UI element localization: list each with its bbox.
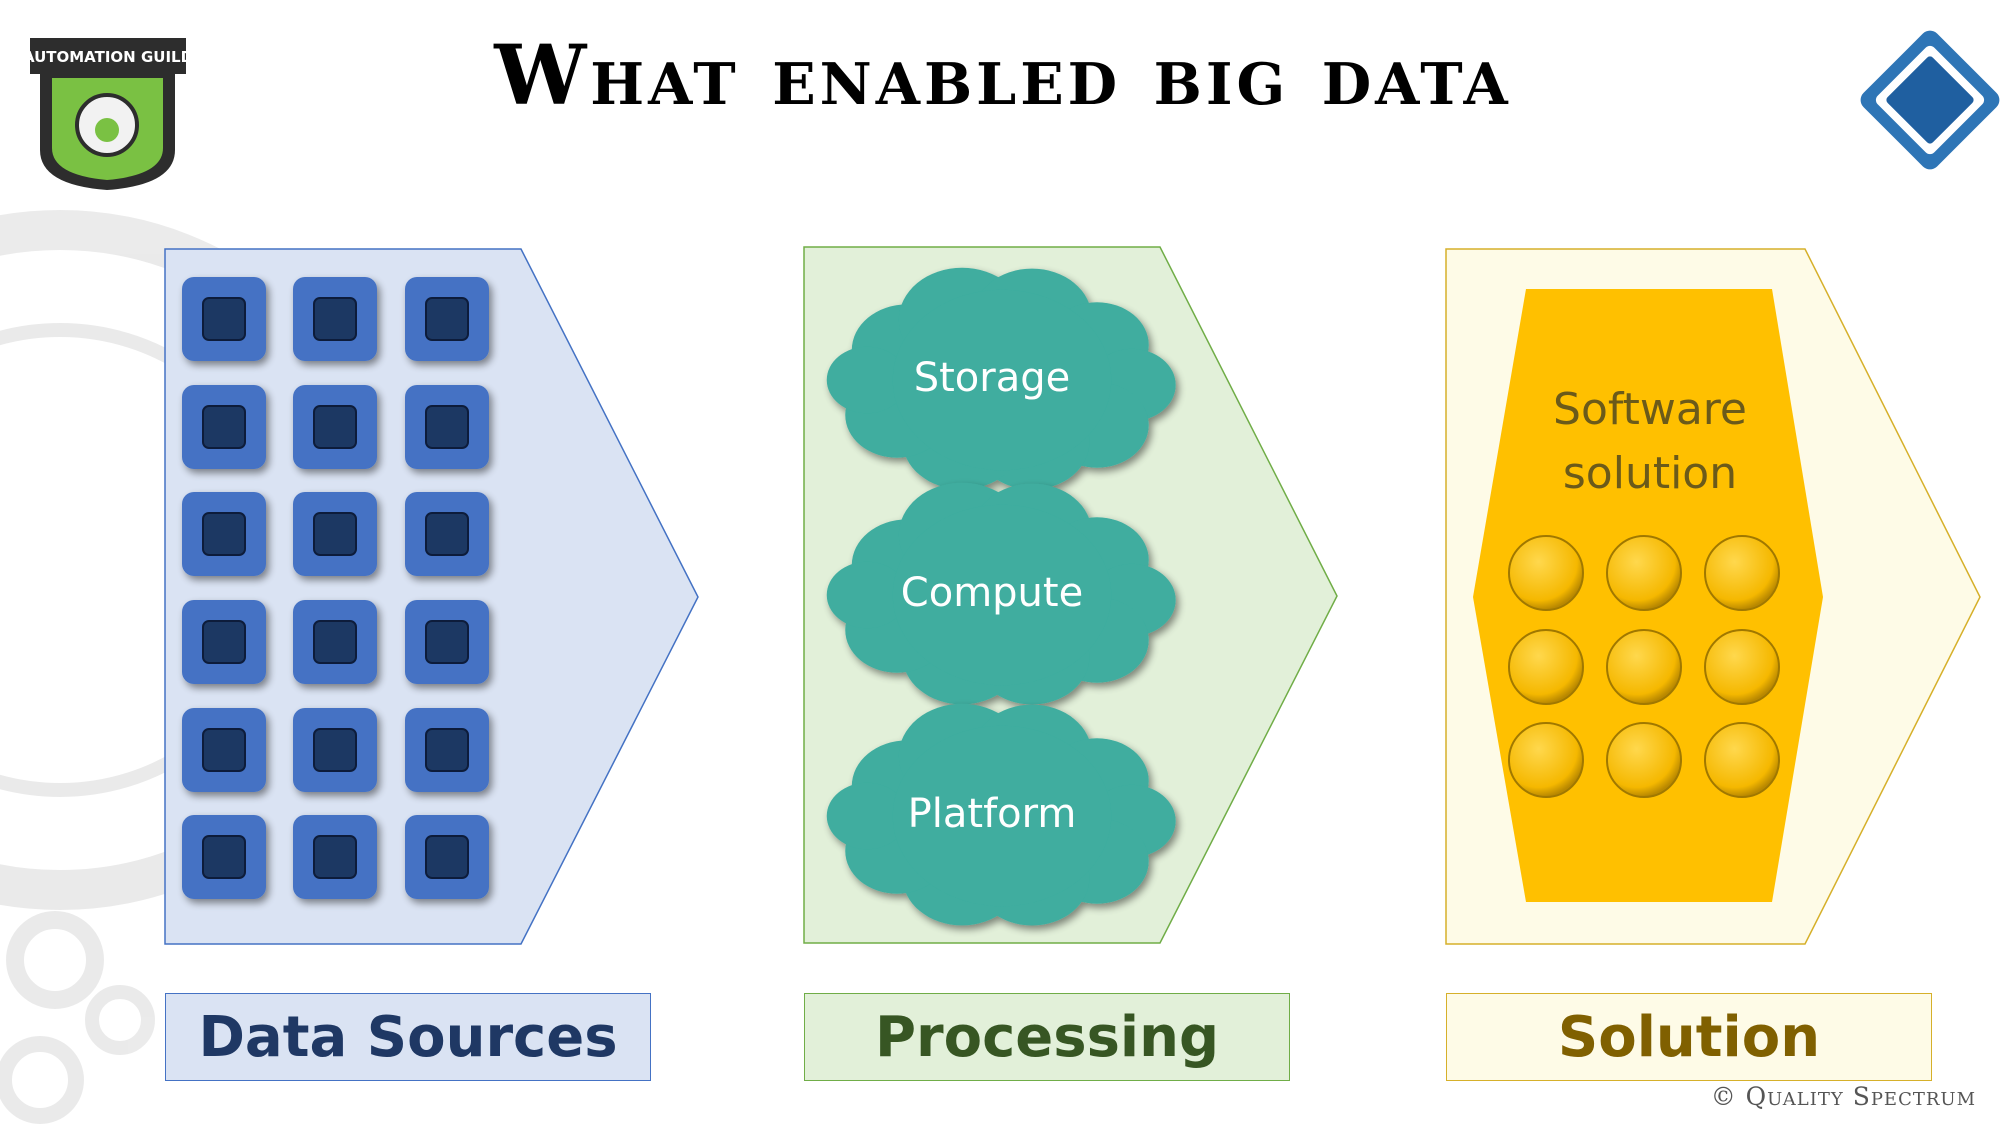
software-label-line1: Software xyxy=(1553,384,1747,435)
svg-text:AUTOMATION GUILD: AUTOMATION GUILD xyxy=(23,48,193,66)
compute-label: Compute xyxy=(900,570,1084,616)
storage-label: Storage xyxy=(913,355,1071,401)
component-circle-icon xyxy=(1704,535,1780,611)
data-sources-label-box: Data Sources xyxy=(165,993,651,1081)
database-chip-icon xyxy=(293,815,377,899)
automation-guild-logo-icon: AUTOMATION GUILD xyxy=(23,38,193,190)
database-chip-icon xyxy=(293,600,377,684)
solution-label: Solution xyxy=(1557,1004,1821,1070)
component-circle-icon xyxy=(1704,722,1780,798)
solution-label-box: Solution xyxy=(1446,993,1932,1081)
database-chip-icon xyxy=(405,277,489,361)
cloud-icon xyxy=(826,267,1176,490)
database-chip-icon xyxy=(405,600,489,684)
database-chip-icon xyxy=(182,815,266,899)
processing-label: Processing xyxy=(874,1004,1220,1070)
component-circle-icon xyxy=(1508,722,1584,798)
database-chip-icon xyxy=(405,708,489,792)
component-circle-icon xyxy=(1606,629,1682,705)
database-chip-icon xyxy=(405,385,489,469)
data-sources-label: Data Sources xyxy=(198,1004,618,1070)
component-circle-icon xyxy=(1606,722,1682,798)
component-circle-icon xyxy=(1606,535,1682,611)
database-chip-icon xyxy=(182,492,266,576)
database-chip-icon xyxy=(405,492,489,576)
quality-spectrum-logo-icon xyxy=(1860,30,2000,170)
solution-components xyxy=(1508,535,1780,798)
database-chip-icon xyxy=(405,815,489,899)
software-label-line2: solution xyxy=(1562,448,1738,499)
database-chip-icon xyxy=(293,492,377,576)
processing-label-box: Processing xyxy=(804,993,1290,1081)
copyright-text: © Quality Spectrum xyxy=(1710,1082,1976,1111)
slide-title: What enabled big data xyxy=(494,28,1512,124)
database-chip-icon xyxy=(293,385,377,469)
database-chip-icon xyxy=(182,708,266,792)
component-circle-icon xyxy=(1508,629,1584,705)
database-chip-icon xyxy=(293,708,377,792)
database-chip-icon xyxy=(182,277,266,361)
component-circle-icon xyxy=(1508,535,1584,611)
platform-label: Platform xyxy=(907,791,1077,837)
cloud-icon xyxy=(826,482,1176,705)
data-source-grid xyxy=(182,277,489,899)
database-chip-icon xyxy=(182,385,266,469)
cloud-icon xyxy=(826,703,1176,926)
database-chip-icon xyxy=(293,277,377,361)
database-chip-icon xyxy=(182,600,266,684)
component-circle-icon xyxy=(1704,629,1780,705)
processing-clouds xyxy=(826,267,1176,926)
